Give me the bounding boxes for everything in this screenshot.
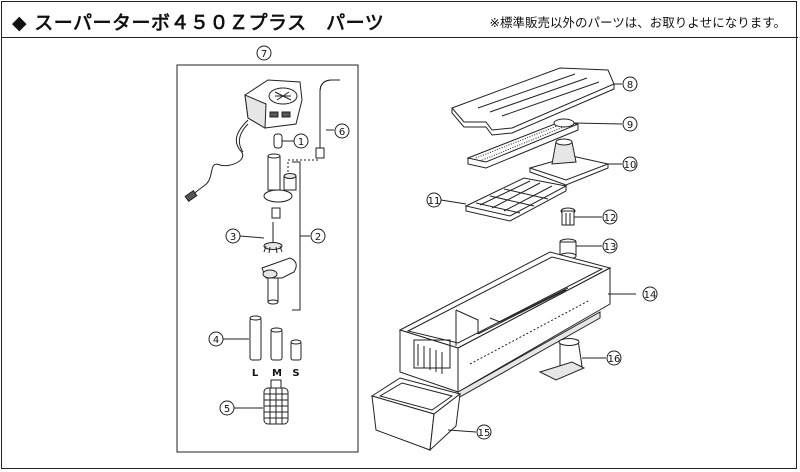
svg-text:7: 7 [261, 49, 267, 60]
callout-9: 9 [622, 116, 638, 132]
svg-text:1: 1 [298, 137, 304, 148]
part-12-cap [560, 207, 576, 226]
callout-14: 14 [642, 286, 658, 302]
part-1-connector [273, 133, 283, 149]
pump-group-panel [176, 64, 359, 453]
callout-4: 4 [208, 331, 224, 347]
svg-text:4: 4 [213, 335, 219, 346]
callout-16: 16 [606, 350, 622, 366]
page-title: ◆ スーパーターボ４５０Ｚプラス パーツ [12, 12, 385, 34]
svg-text:10: 10 [624, 160, 637, 171]
size-label-large: L [252, 368, 259, 379]
svg-text:12: 12 [604, 213, 617, 224]
callout-6: 6 [334, 123, 350, 139]
callout-2: 2 [310, 228, 326, 244]
part-4-tubes [249, 315, 302, 361]
svg-text:15: 15 [478, 428, 491, 439]
svg-text:3: 3 [230, 232, 236, 243]
part-6-pipe-tip [315, 147, 325, 159]
part-9-channel [466, 118, 579, 169]
svg-text:2: 2 [315, 232, 321, 243]
svg-text:13: 13 [604, 242, 617, 253]
callout-3: 3 [225, 228, 241, 244]
part-10-nozzle-plate [528, 138, 610, 186]
svg-text:11: 11 [428, 196, 441, 207]
part-14-filter-box [398, 251, 612, 399]
plug [184, 189, 198, 203]
pump-base-housing [261, 257, 297, 305]
callout-13: 13 [602, 238, 618, 254]
part-15-drawer [370, 377, 462, 452]
svg-text:5: 5 [224, 404, 230, 415]
air-pump [244, 79, 303, 129]
size-label-small: S [292, 368, 299, 379]
callout-5: 5 [219, 400, 235, 416]
part-5-strainer [263, 379, 289, 425]
svg-text:14: 14 [644, 290, 657, 301]
svg-text:9: 9 [627, 120, 633, 131]
callout-12: 12 [602, 209, 618, 225]
part-8-lid [451, 67, 615, 136]
svg-text:6: 6 [339, 127, 345, 138]
power-cord [191, 119, 249, 196]
size-label-medium: M [272, 368, 282, 379]
callout-7: 7 [256, 45, 272, 61]
part-3-impeller [263, 222, 283, 254]
order-note: ※標準販売以外のパーツは、お取りよせになります。 [489, 15, 786, 30]
callout-15: 15 [476, 424, 492, 440]
callout-8: 8 [622, 76, 638, 92]
svg-text:16: 16 [608, 354, 621, 365]
part-2-pump-head [263, 153, 297, 203]
callout-11: 11 [426, 192, 442, 208]
header-bar: ◆ スーパーターボ４５０Ｚプラス パーツ ※標準販売以外のパーツは、お取りよせに… [2, 2, 798, 38]
part-2-shaft [271, 207, 281, 219]
svg-text:8: 8 [627, 80, 633, 91]
callout-1: 1 [293, 133, 309, 149]
part-16-outlet [538, 338, 586, 381]
part-11-filter-mesh [464, 177, 568, 222]
callout-10: 10 [622, 156, 638, 172]
